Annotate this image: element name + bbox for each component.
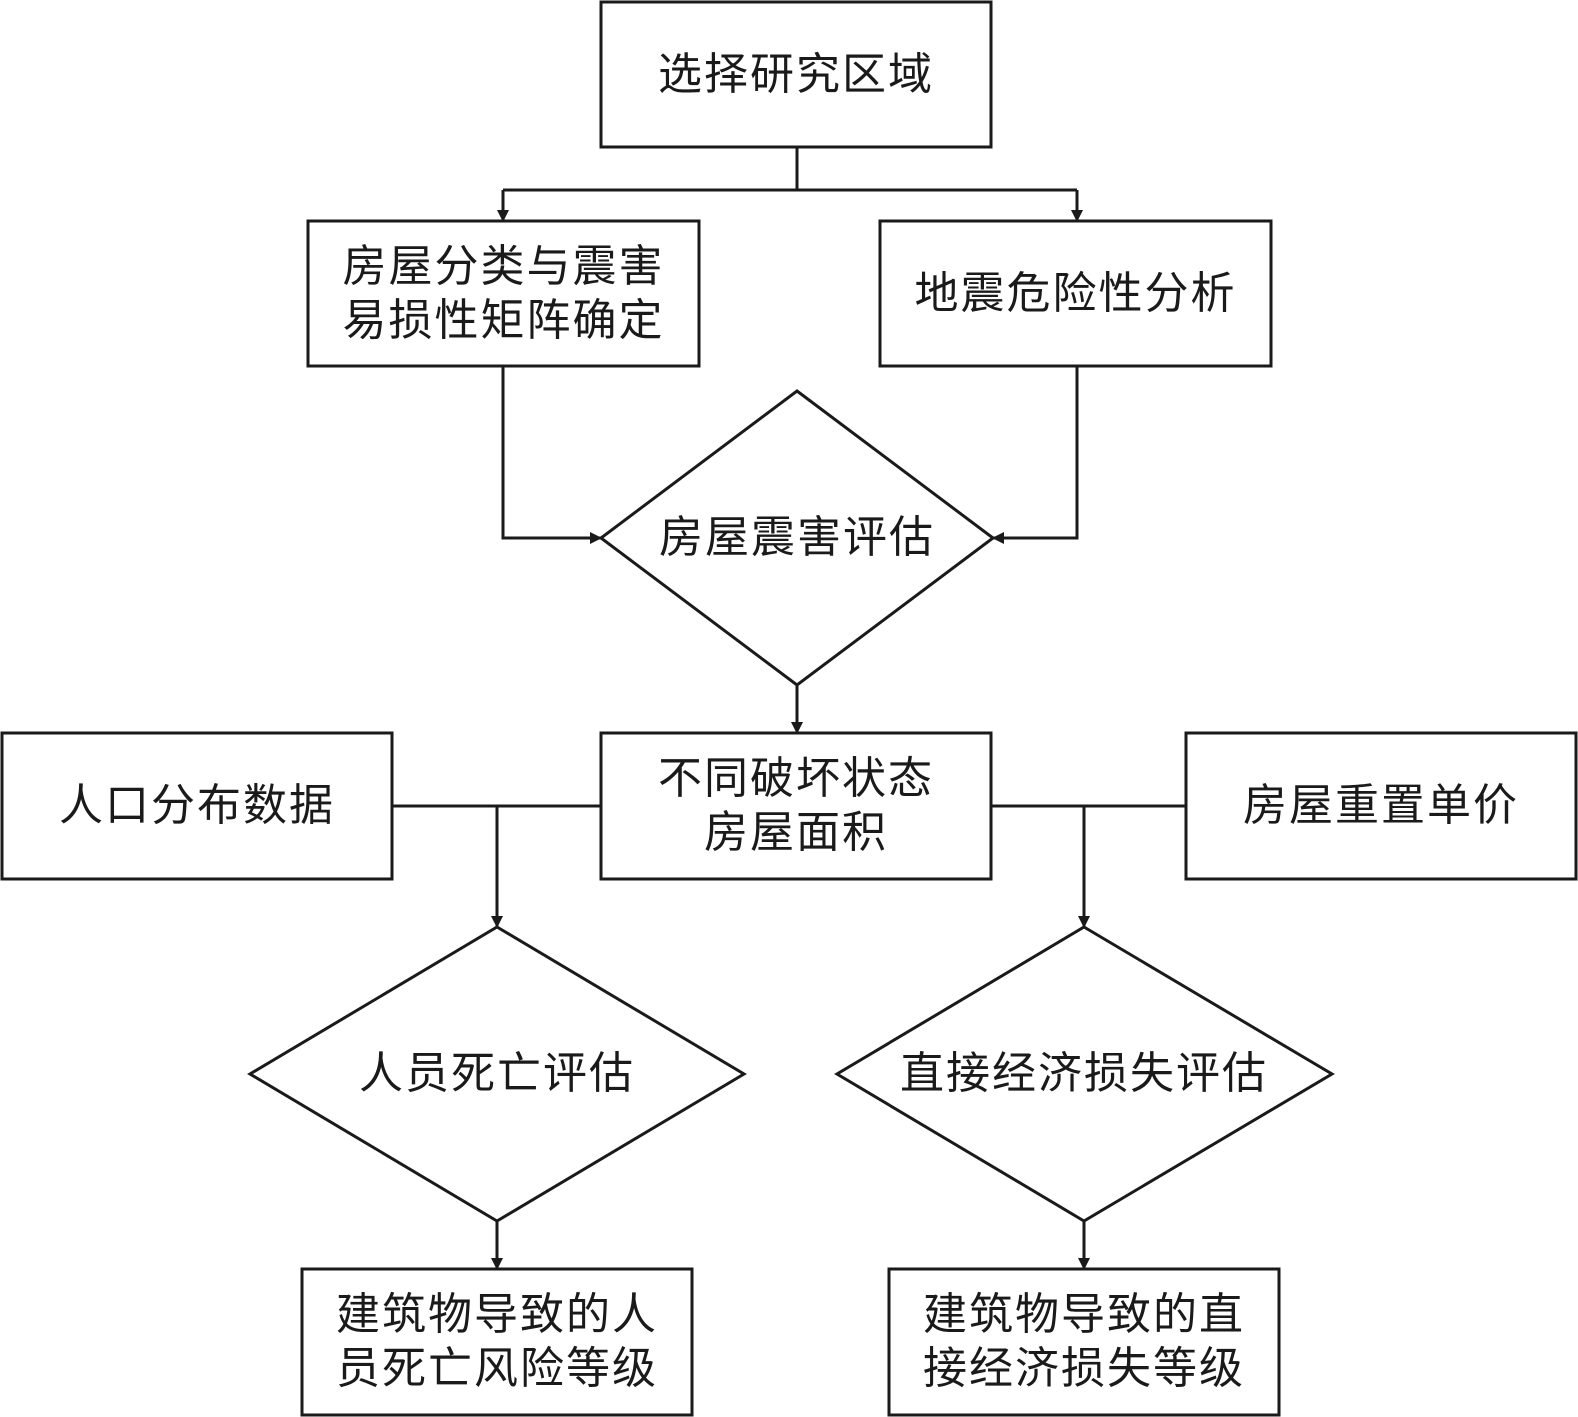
damage-state-area-label: 不同破坏状态 房屋面积 xyxy=(601,733,991,879)
building-classification-label: 房屋分类与震害 易损性矩阵确定 xyxy=(308,221,699,366)
economic-loss-assessment-label: 直接经济损失评估 xyxy=(867,1027,1301,1121)
economic-loss-level-label: 建筑物导致的直 接经济损失等级 xyxy=(889,1269,1279,1415)
casualty-risk-level-line-2: 员死亡风险等级 xyxy=(336,1343,658,1394)
casualty-assessment-line-1: 人员死亡评估 xyxy=(359,1048,635,1099)
damage-state-area-line-2: 房屋面积 xyxy=(704,807,888,858)
economic-loss-level-line-1: 建筑物导致的直 xyxy=(923,1289,1245,1340)
economic-loss-level-line-2: 接经济损失等级 xyxy=(923,1343,1245,1394)
arrow-classification-to-damage xyxy=(501,366,602,544)
seismic-hazard-label: 地震危险性分析 xyxy=(880,221,1271,366)
seismic-hazard-line-1: 地震危险性分析 xyxy=(914,267,1237,319)
economic-loss-assessment-line-1: 直接经济损失评估 xyxy=(900,1048,1268,1099)
replacement-cost-label: 房屋重置单价 xyxy=(1186,733,1576,879)
building-classification-line-2: 易损性矩阵确定 xyxy=(342,294,665,346)
select-region-line-1: 选择研究区域 xyxy=(658,48,934,100)
damage-state-area-line-1: 不同破坏状态 xyxy=(658,753,934,804)
select-region-label: 选择研究区域 xyxy=(601,2,991,147)
building-damage-assessment-line-1: 房屋震害评估 xyxy=(659,512,935,563)
replacement-cost-line-1: 房屋重置单价 xyxy=(1243,780,1519,831)
building-damage-assessment-label: 房屋震害评估 xyxy=(601,491,993,585)
population-data-label: 人口分布数据 xyxy=(2,733,392,879)
building-classification-line-1: 房屋分类与震害 xyxy=(342,240,665,292)
population-data-line-1: 人口分布数据 xyxy=(59,780,335,831)
arrow-hazard-to-damage xyxy=(992,366,1079,544)
casualty-risk-level-line-1: 建筑物导致的人 xyxy=(336,1289,658,1340)
casualty-assessment-label: 人员死亡评估 xyxy=(300,1027,694,1121)
casualty-risk-level-label: 建筑物导致的人 员死亡风险等级 xyxy=(302,1269,692,1415)
